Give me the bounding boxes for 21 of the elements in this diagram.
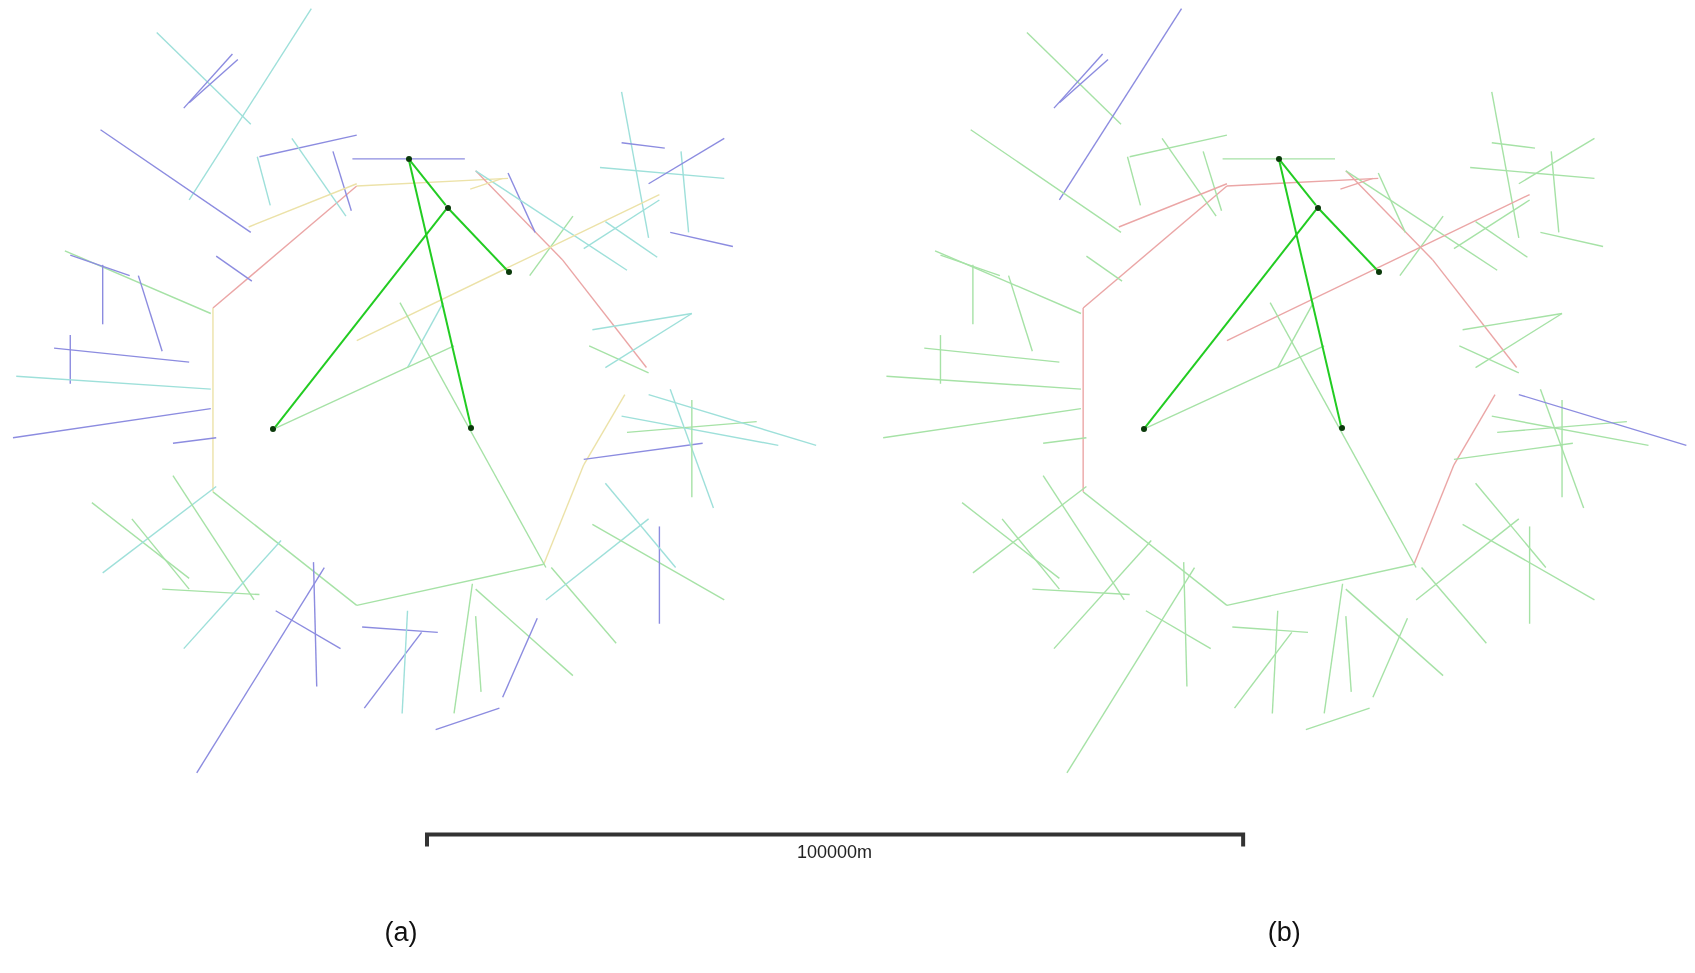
network-link <box>1144 208 1317 428</box>
network-node <box>1275 155 1282 162</box>
network-link <box>1318 208 1379 272</box>
network-link <box>1279 160 1317 207</box>
scale-label: 100000m <box>797 842 873 864</box>
network-node <box>444 204 451 211</box>
network-node <box>270 426 277 433</box>
network-link <box>408 160 472 427</box>
network-link <box>448 208 509 272</box>
network-node <box>1314 204 1321 211</box>
panel-label: (a) <box>384 916 418 948</box>
network-node <box>506 269 513 276</box>
panel-label: (b) <box>1267 916 1301 948</box>
network-node <box>405 155 412 162</box>
network-link <box>409 160 447 207</box>
network-link <box>274 208 447 428</box>
network-node <box>468 425 475 432</box>
network-node <box>1338 425 1345 432</box>
network-link <box>1278 160 1342 427</box>
network-node <box>1376 269 1383 276</box>
network-node <box>1140 426 1147 433</box>
